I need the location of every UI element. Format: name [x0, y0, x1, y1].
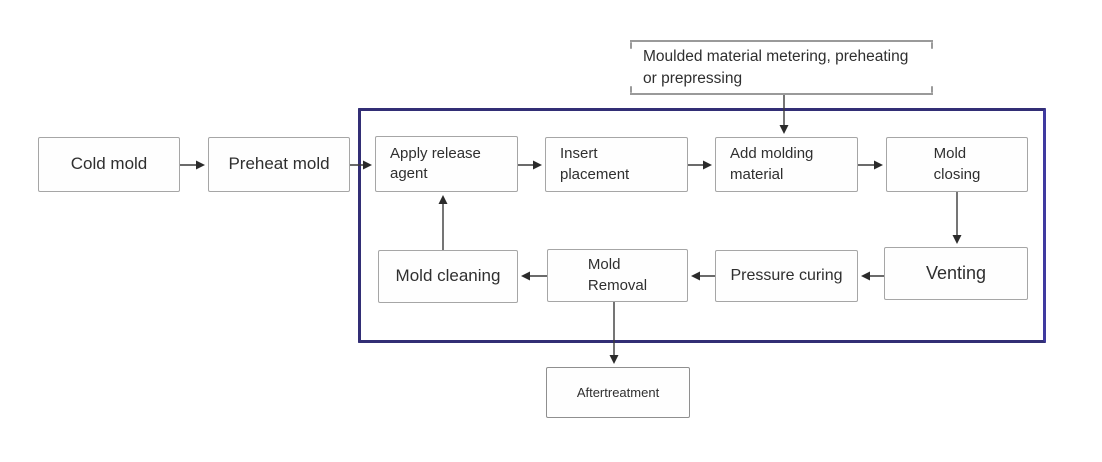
node-venting: Venting	[884, 247, 1028, 300]
node-label: Apply release agent	[390, 144, 481, 182]
node-label: Venting	[925, 263, 987, 284]
bracket-tick	[931, 86, 933, 93]
node-label: Moulded material metering, preheating or…	[643, 47, 909, 87]
node-apply-release-agent: Apply release agent	[375, 136, 518, 192]
node-label: Mold closing	[933, 145, 981, 183]
bracket-tick	[931, 42, 933, 49]
node-label: Mold Removal	[587, 256, 648, 294]
node-moulded-material-note: Moulded material metering, preheating or…	[630, 40, 933, 95]
node-mold-cleaning: Mold cleaning	[378, 250, 518, 303]
node-label: Pressure curing	[730, 267, 843, 285]
node-label: Insert placement	[560, 145, 630, 183]
node-label: Add molding material	[730, 145, 814, 183]
node-cold-mold: Cold mold	[38, 137, 180, 192]
node-mold-closing: Mold closing	[886, 137, 1028, 192]
node-pressure-curing: Pressure curing	[715, 250, 858, 302]
node-label: Mold cleaning	[395, 266, 501, 286]
node-add-molding-material: Add molding material	[715, 137, 858, 192]
node-label: Preheat mold	[228, 154, 330, 174]
bracket-tick	[630, 86, 632, 93]
node-preheat-mold: Preheat mold	[208, 137, 350, 192]
node-label: Aftertreatment	[576, 384, 660, 400]
process-group-container	[358, 108, 1046, 343]
bracket-tick	[630, 42, 632, 49]
node-label: Cold mold	[70, 154, 148, 174]
node-insert-placement: Insert placement	[545, 137, 688, 192]
node-mold-removal: Mold Removal	[547, 249, 688, 302]
node-aftertreatment: Aftertreatment	[546, 367, 690, 418]
